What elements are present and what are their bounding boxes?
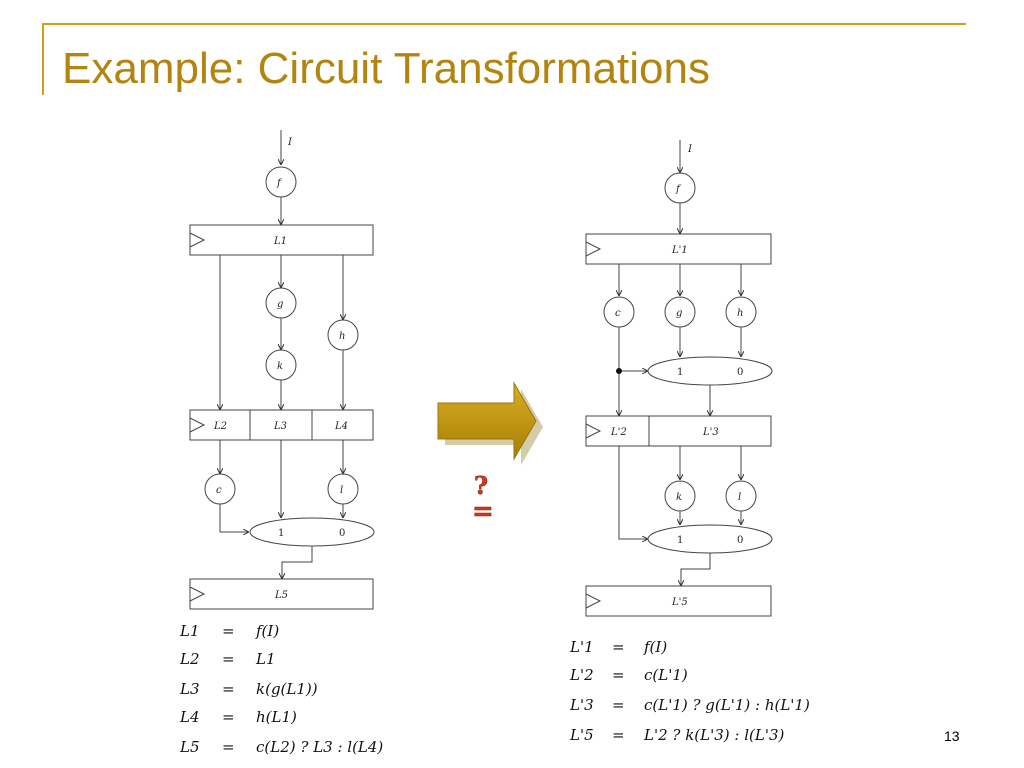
label-f: f [276,178,283,189]
label-k-prime: k [676,492,682,503]
label-input-I-prime: I [687,144,693,155]
label-c-prime: c [615,308,621,319]
label-l: l [340,485,343,496]
equivalence-question-mark: ? [474,471,488,500]
eq-right-2-rhs: c(L'1) [644,666,688,684]
transform-arrow-icon [437,381,543,465]
eq-right-4-equals: = [612,726,625,744]
left-equations: L1 = f(I) L2 = L1 L3 = k(g(L1)) L4 = h(L… [179,622,383,756]
label-L1: L1 [273,236,287,247]
right-equations: L'1 = f(I) L'2 = c(L'1) L'3 = c(L'1) ? g… [569,638,810,744]
label-mux1-1: 1 [677,367,683,378]
label-h: h [339,331,345,342]
eq-right-3-lhs: L'3 [569,696,594,714]
eq-left-5-rhs: c(L2) ? L3 : l(L4) [256,738,383,756]
clock-triangle-L2-prime [585,423,602,439]
clock-triangle-L5 [189,586,206,602]
register-L2-L3-L4 [189,409,374,441]
label-k: k [277,361,283,372]
label-input-I: I [287,137,293,148]
eq-right-3-equals: = [612,696,625,714]
label-c: c [216,485,222,496]
eq-left-2-equals: = [222,650,235,668]
label-L4: L4 [334,421,348,432]
eq-left-3-lhs: L3 [179,680,200,698]
label-mux1-0: 0 [737,367,743,378]
label-g: g [277,299,283,310]
label-h-prime: h [737,308,743,319]
eq-left-2-lhs: L2 [179,650,200,668]
eq-left-2-rhs: L1 [255,650,276,668]
wire-c-to-mux [219,504,248,532]
label-mux2-0: 0 [737,535,743,546]
page-number: 13 [944,728,960,744]
label-mux2-1: 1 [677,535,683,546]
label-L3: L3 [273,421,287,432]
eq-right-2-equals: = [612,666,625,684]
label-L1-prime: L'1 [671,245,688,256]
wire-L2-to-mux2-select [618,446,647,539]
register-L1-prime [585,233,772,265]
right-circuit [585,140,773,617]
equivalence-equals-sign: = [472,497,494,527]
eq-right-1-equals: = [612,638,625,656]
right-circuit-labels: I f L'1 c g h 1 0 L'2 L'3 k l 1 0 L'5 [610,144,743,608]
label-g-prime: g [676,308,682,319]
clock-triangle-L1 [189,232,206,248]
eq-left-3-equals: = [222,680,235,698]
eq-right-1-rhs: f(I) [643,638,667,656]
label-L2-prime: L'2 [610,427,627,438]
label-L5-prime: L'5 [671,597,688,608]
label-mux-1: 1 [278,528,284,539]
eq-left-4-lhs: L4 [179,708,200,726]
slide-title: Example: Circuit Transformations [62,44,710,93]
eq-left-3-rhs: k(g(L1)) [256,680,318,698]
register-L2-L3-prime [585,415,772,447]
eq-left-4-rhs: h(L1) [256,708,297,726]
label-L5: L5 [274,590,288,601]
wire-mux-to-L5 [282,546,313,578]
eq-right-4-rhs: L'2 ? k(L'3) : l(L'3) [643,726,784,744]
mux2-right [647,524,773,554]
clock-triangle-L2 [189,417,206,433]
eq-left-1-lhs: L1 [179,622,200,640]
label-mux-0: 0 [339,528,345,539]
junction-dot [616,368,622,374]
eq-left-5-lhs: L5 [179,738,200,756]
mux-left [249,517,375,547]
title-frame-top-rule [42,23,966,25]
wire-mux2-to-L5-prime [681,553,711,585]
node-f [265,166,297,198]
label-l-prime: l [738,492,741,503]
eq-left-4-equals: = [222,708,235,726]
label-f-prime: f [675,184,682,195]
eq-right-3-rhs: c(L'1) ? g(L'1) : h(L'1) [644,696,810,714]
left-circuit-labels: I f L1 g k h L2 L3 L4 c l 1 0 L5 [213,137,348,601]
node-f-prime [664,172,696,204]
clock-triangle-L1-prime [585,241,602,257]
mux1-right [647,356,773,386]
eq-right-2-lhs: L'2 [569,666,594,684]
eq-left-1-equals: = [222,622,235,640]
register-L5-prime [585,585,772,617]
register-L1 [189,224,374,256]
label-L3-prime: L'3 [702,427,719,438]
title-frame-left-rule [42,23,44,95]
left-circuit [189,130,375,610]
clock-triangle-L5-prime [585,593,602,609]
register-L5 [189,578,374,610]
eq-left-1-rhs: f(I) [255,622,279,640]
eq-right-1-lhs: L'1 [569,638,594,656]
eq-right-4-lhs: L'5 [569,726,594,744]
eq-left-5-equals: = [222,738,235,756]
label-L2: L2 [213,421,227,432]
